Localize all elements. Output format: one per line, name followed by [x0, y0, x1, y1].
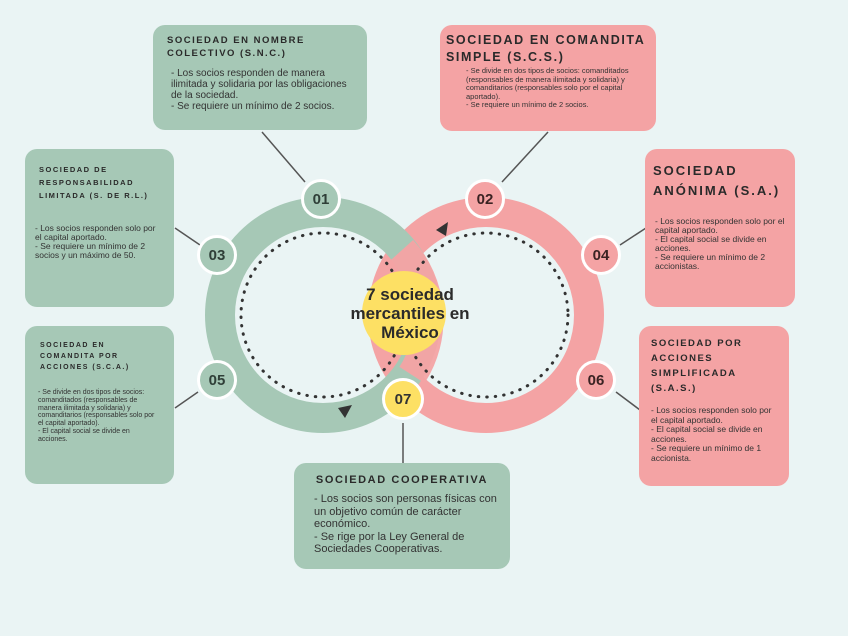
card-coop-title: SOCIEDAD COOPERATIVA [315, 474, 489, 486]
card-snc-line: - Se requiere un mínimo de 2 socios. [171, 101, 335, 112]
card-coop: SOCIEDAD COOPERATIVA - Los socios son pe… [294, 463, 510, 569]
pink-dotted-arc [402, 231, 570, 399]
card-snc-line: - Los socios responden de manera ilimita… [171, 68, 347, 101]
card-sas-line: - El capital social se divide en accione… [651, 424, 763, 444]
card-srl-line: - Los socios responden solo por el capit… [35, 223, 156, 242]
badge-02: 02 [465, 179, 505, 219]
card-sa-title: SOCIEDAD ANÓNIMA (S.A.) [653, 163, 781, 198]
card-sca-title: SOCIEDAD EN COMANDITA POR ACCIONES (S.C.… [40, 342, 130, 371]
arrow-head-green [338, 405, 352, 418]
card-sca-line: - El capital social se divide en accione… [38, 427, 130, 443]
card-coop-body: - Los socios son personas físicas con un… [314, 493, 502, 556]
card-coop-line: - Se rige por la Ley General de Sociedad… [314, 530, 465, 556]
connector-03 [174, 227, 201, 246]
connector-02 [501, 131, 549, 183]
card-sa-body: - Los socios responden solo por el capit… [655, 217, 787, 271]
card-sa-line: - El capital social se divide en accione… [655, 234, 767, 253]
card-scs-title: SOCIEDAD EN COMANDITA SIMPLE (S.C.S.) [446, 33, 645, 64]
badge-07: 07 [382, 378, 424, 420]
badge-03: 03 [197, 235, 237, 275]
card-snc-title: SOCIEDAD EN NOMBRE COLECTIVO (S.N.C.) [167, 35, 305, 59]
card-snc-body: - Los socios responden de manera ilimita… [171, 68, 353, 112]
card-srl-title: SOCIEDAD DE RESPONSABILIDAD LIMITADA (S.… [39, 165, 149, 200]
connector-05 [174, 391, 199, 409]
connector-04 [619, 227, 647, 246]
card-sa-line: - Se requiere un mínimo de 2 accionistas… [655, 252, 766, 271]
badge-01: 01 [301, 179, 341, 219]
card-scs: SOCIEDAD EN COMANDITA SIMPLE (S.C.S.) - … [440, 25, 656, 131]
center-title: 7 sociedad mercantiles en México [350, 285, 470, 342]
badge-05: 05 [197, 360, 237, 400]
center-circle [362, 271, 446, 355]
card-snc: SOCIEDAD EN NOMBRE COLECTIVO (S.N.C.) - … [153, 25, 367, 130]
card-sas-line: - Los socios responden solo por el capit… [651, 405, 772, 425]
card-scs-line: - Se requiere un mínimo de 2 socios. [466, 100, 589, 109]
card-sca-line: - Se divide en dos tipos de socios: coma… [38, 389, 155, 428]
card-sa-line: - Los socios responden solo por el capit… [655, 216, 785, 235]
card-srl-line: - Se requiere un mínimo de 2 socios y un… [35, 241, 146, 260]
badge-04: 04 [581, 235, 621, 275]
card-sca-body: - Se divide en dos tipos de socios: coma… [38, 389, 159, 444]
card-sas-line: - Se requiere un mínimo de 1 accionista. [651, 443, 762, 463]
card-sas-body: - Los socios responden solo por el capit… [651, 405, 777, 463]
card-sa: SOCIEDAD ANÓNIMA (S.A.) - Los socios res… [645, 149, 795, 307]
connector-06 [615, 391, 641, 411]
card-sas-title: SOCIEDAD POR ACCIONES SIMPLIFICADA (S.A.… [651, 338, 743, 394]
card-sca: SOCIEDAD EN COMANDITA POR ACCIONES (S.C.… [25, 326, 174, 484]
card-sas: SOCIEDAD POR ACCIONES SIMPLIFICADA (S.A.… [639, 326, 789, 486]
card-srl: SOCIEDAD DE RESPONSABILIDAD LIMITADA (S.… [25, 149, 174, 307]
arrow-head-pink [436, 222, 448, 236]
card-scs-line: - Se divide en dos tipos de socios: coma… [466, 66, 629, 101]
badge-06: 06 [576, 360, 616, 400]
card-coop-line: - Los socios son personas físicas con un… [314, 493, 497, 530]
card-srl-body: - Los socios responden solo por el capit… [35, 224, 160, 260]
card-scs-body: - Se divide en dos tipos de socios: coma… [466, 66, 632, 110]
connector-01 [261, 131, 306, 183]
